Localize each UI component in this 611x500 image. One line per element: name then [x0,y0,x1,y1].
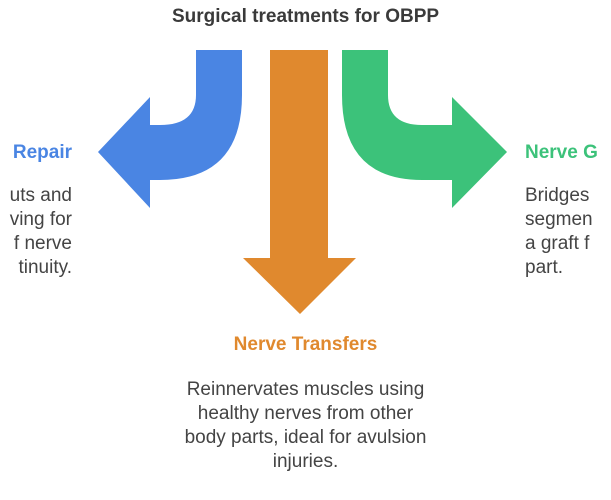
nerve-transfers-description: Reinnervates muscles using healthy nerve… [125,378,486,474]
nerve-graft-title: Nerve G [525,142,598,163]
right-curved-arrow [342,50,507,208]
repair-desc-line: uts and [9,185,72,206]
nerve-graft-desc-line: a graft f [525,233,590,254]
repair-desc-line: tinuity. [18,257,72,278]
left-curved-arrow [98,50,242,208]
nerve-graft-desc-line: part. [525,257,564,278]
nerve-transfers-desc-line: healthy nerves from other [197,403,414,424]
nerve-transfers-desc-line: injuries. [272,451,339,472]
nerve-graft-desc-line: segmen [525,209,593,230]
repair-desc-line: f nerve [13,233,72,254]
nerve-graft-desc-line: Bridges [525,185,590,206]
repair-title: Repair [12,142,72,163]
diagram-title: Surgical treatments for OBPP [171,6,440,27]
nerve-transfers-desc-line: body parts, ideal for avulsion [184,427,427,448]
center-down-arrow [243,50,356,314]
nerve-transfers-desc-line: Reinnervates muscles using [186,379,425,400]
repair-description: uts and ving for f nerve tinuity. [10,184,72,280]
nerve-transfers-title: Nerve Transfers [233,334,378,355]
nerve-graft-description: Bridges segmen a graft f part. [525,184,593,280]
repair-desc-line: ving for [9,209,72,230]
